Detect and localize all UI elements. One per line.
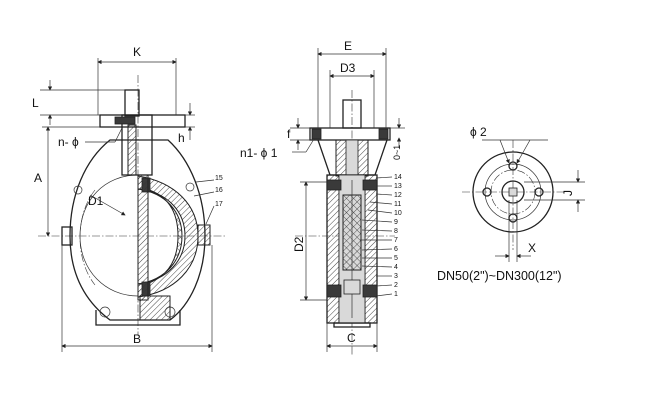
dim-h-label: h	[178, 131, 185, 145]
part-11-label: 11	[394, 201, 401, 208]
part-17-label: 17	[215, 201, 223, 208]
dim-C-label: C	[347, 331, 356, 345]
part-2-label: 2	[394, 282, 398, 289]
dim-n-phi-label: n- ϕ	[58, 135, 79, 149]
part-3-label: 3	[394, 273, 398, 280]
dim-n1-phi1-label: n1- ϕ 1	[240, 146, 278, 160]
part-6-label: 6	[394, 246, 398, 253]
side-view: E D3 f n1- ϕ 1 0~1 D2 C	[240, 39, 405, 355]
front-view: D1 K L h n- ϕ A B 15	[32, 45, 225, 352]
dim-K-label: K	[133, 45, 141, 59]
part-8-label: 8	[394, 228, 398, 235]
dim-E-label: E	[344, 39, 352, 53]
part-5-label: 5	[394, 255, 398, 262]
dim-J-label: J	[561, 190, 575, 196]
part-14-label: 14	[394, 174, 402, 181]
part-1-label: 1	[394, 291, 398, 298]
part-16-label: 16	[215, 187, 223, 194]
dim-D2-label: D2	[292, 236, 306, 252]
dim-L-label: L	[32, 96, 39, 110]
dim-B-label: B	[133, 332, 141, 346]
part-10-label: 10	[394, 210, 402, 217]
part-13-label: 13	[394, 183, 402, 190]
dim-A-label: A	[34, 171, 42, 185]
dim-D3-label: D3	[340, 61, 356, 75]
dim-f-label: f	[287, 127, 291, 141]
part-leaders	[360, 176, 393, 297]
dim-0-1-label: 0~1	[392, 145, 402, 160]
dim-D1-label: D1	[88, 194, 104, 208]
flange-view: ϕ 2 J X DN50(2")~DN300(12")	[437, 125, 585, 283]
size-range-caption: DN50(2")~DN300(12")	[437, 269, 562, 283]
part-9-label: 9	[394, 219, 398, 226]
part-15-label: 15	[215, 175, 223, 182]
part-7-label: 7	[394, 237, 398, 244]
dim-X-label: X	[528, 241, 536, 255]
part-12-label: 12	[394, 192, 402, 199]
dim-phi2-label: ϕ 2	[470, 125, 487, 139]
part-4-label: 4	[394, 264, 398, 271]
